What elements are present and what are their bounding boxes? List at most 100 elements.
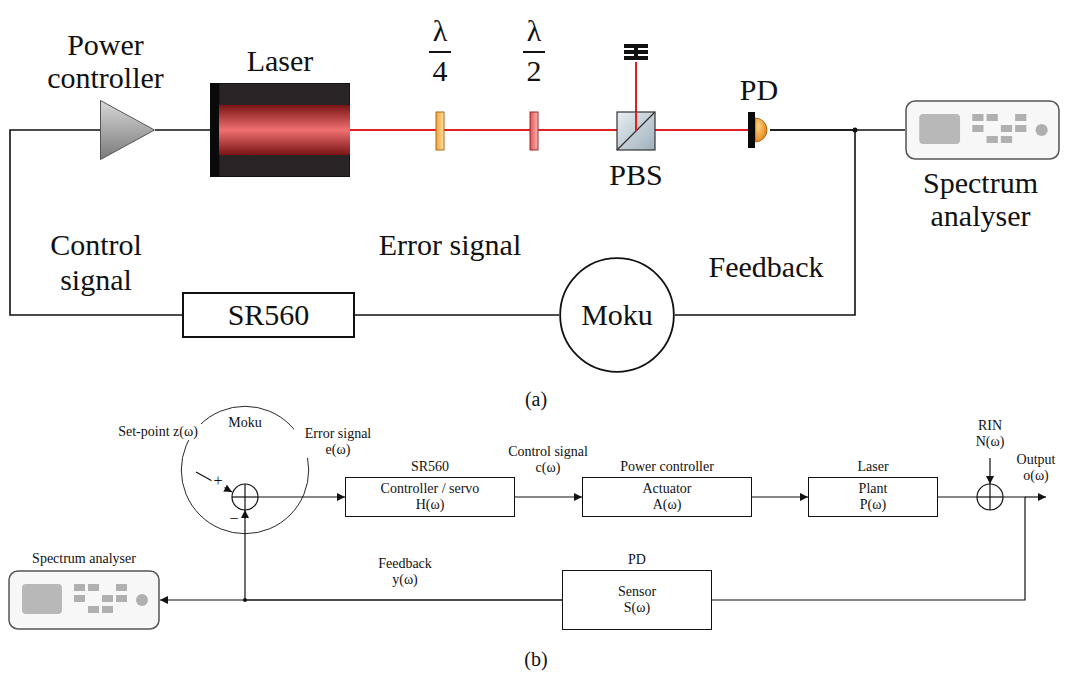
signal-label: Control signal (19, 228, 173, 297)
shape-part (136, 594, 148, 606)
shape-part (748, 112, 755, 148)
shape-part (74, 584, 85, 591)
shape-part (9, 571, 159, 629)
node-content (748, 112, 770, 148)
signal-label: Error signal e(ω) (294, 426, 382, 458)
shape-part (560, 258, 674, 372)
node-heading: Power controller (21, 28, 191, 94)
node-heading: Laser (247, 44, 314, 77)
signal-label: Error signal (373, 228, 527, 263)
signal-wire (160, 599, 562, 600)
shape-part (906, 101, 1059, 159)
node-title: Moku (581, 298, 653, 333)
signal-wire (355, 314, 559, 316)
figure-label: PBS (607, 158, 664, 193)
signal-wire (10, 130, 182, 315)
signal-label: Control signal c(ω) (501, 444, 595, 476)
analyser-outline (905, 100, 1060, 160)
quarter-waveplate (436, 112, 444, 150)
spectrum-analyser-icon: Spectrum analyser (905, 100, 1060, 160)
node-text: S(ω) (624, 600, 650, 616)
power-controller-symbol: Power controller (100, 100, 155, 160)
node-text: H(ω) (416, 497, 445, 513)
node-text: A(ω) (653, 497, 682, 513)
signal-wire (245, 510, 562, 600)
shape-part (972, 114, 983, 121)
signal-wire (258, 496, 345, 497)
laser-body (210, 83, 350, 177)
shape-part (219, 105, 350, 155)
plant-block: PlantP(ω)Laser (808, 477, 938, 517)
node-content: SensorS(ω) (563, 571, 711, 629)
summing-junction (232, 484, 258, 510)
moku-circle: Moku (559, 257, 675, 373)
node-heading: Power controller (620, 459, 714, 474)
figure-label: − (227, 510, 240, 528)
shape-part (972, 125, 983, 132)
figure-label: 2 (525, 54, 544, 89)
shape-part (755, 118, 767, 142)
signal-wire (752, 496, 808, 497)
node-heading: Spectrum analyser (906, 166, 1056, 232)
reflected-beam (635, 62, 637, 112)
node-heading: PD (740, 73, 778, 106)
fraction-bar (429, 51, 451, 53)
shape-part (1001, 125, 1012, 132)
output-arrow (1025, 496, 1046, 497)
shape-part (919, 114, 960, 144)
figure-label: (a) (523, 388, 549, 411)
node-content (8, 570, 160, 630)
shape-part (219, 84, 350, 177)
shape-part (1036, 124, 1048, 136)
signal-label: Feedback y(ω) (368, 556, 442, 588)
shape-part (102, 606, 113, 613)
photodiode-symbol: PD (748, 112, 770, 148)
shape-part (101, 101, 155, 160)
figure-label: RIN N(ω) (963, 418, 1017, 450)
shape-part (88, 584, 99, 591)
shape-part (1015, 125, 1026, 132)
set-point-arrow (196, 472, 232, 492)
shape-part (88, 606, 99, 613)
laser-beam (350, 129, 748, 131)
figure-label: λ (525, 14, 544, 49)
sensor-block: SensorS(ω)PD (562, 570, 712, 630)
wire-junction (243, 598, 247, 602)
half-waveplate (530, 112, 538, 150)
spectrum-analyser-icon: Spectrum analyser (8, 570, 160, 630)
servo-box: SR560 (182, 292, 355, 338)
rin-arrow (989, 458, 990, 484)
figure-label: Output o(ω) (1008, 452, 1064, 484)
node-heading: Laser (857, 459, 888, 474)
laser-symbol: Laser (210, 83, 350, 177)
figure-label: (b) (522, 648, 549, 671)
polarising-beam-splitter (617, 112, 655, 150)
wire-junction (853, 128, 858, 133)
signal-wire (515, 496, 582, 497)
node-content: SR560 (184, 294, 353, 336)
node-content (905, 100, 1060, 160)
node-content: ActuatorA(ω) (583, 478, 751, 516)
node-content (100, 100, 155, 160)
shape-part (987, 114, 998, 121)
shape-part (116, 595, 127, 602)
node-text: Controller / servo (381, 481, 480, 497)
figure-label: 4 (431, 54, 450, 89)
shape-part (1001, 136, 1012, 143)
node-heading: SR560 (411, 459, 449, 474)
analyser-outline (8, 570, 160, 630)
actuator-block: ActuatorA(ω)Power controller (582, 477, 752, 517)
photodiode-outline (748, 112, 770, 148)
summing-junction (977, 484, 1003, 510)
node-heading: Spectrum analyser (4, 551, 164, 566)
node-title: Moku (228, 415, 261, 431)
node-content: PlantP(ω) (809, 478, 937, 516)
triangle-outline (100, 100, 155, 160)
node-text: P(ω) (860, 497, 886, 513)
shape-part (102, 595, 113, 602)
node-text: Sensor (618, 584, 656, 600)
shape-part (22, 584, 62, 614)
signal-label: Feedback (707, 250, 826, 285)
beam-dump (624, 44, 648, 60)
